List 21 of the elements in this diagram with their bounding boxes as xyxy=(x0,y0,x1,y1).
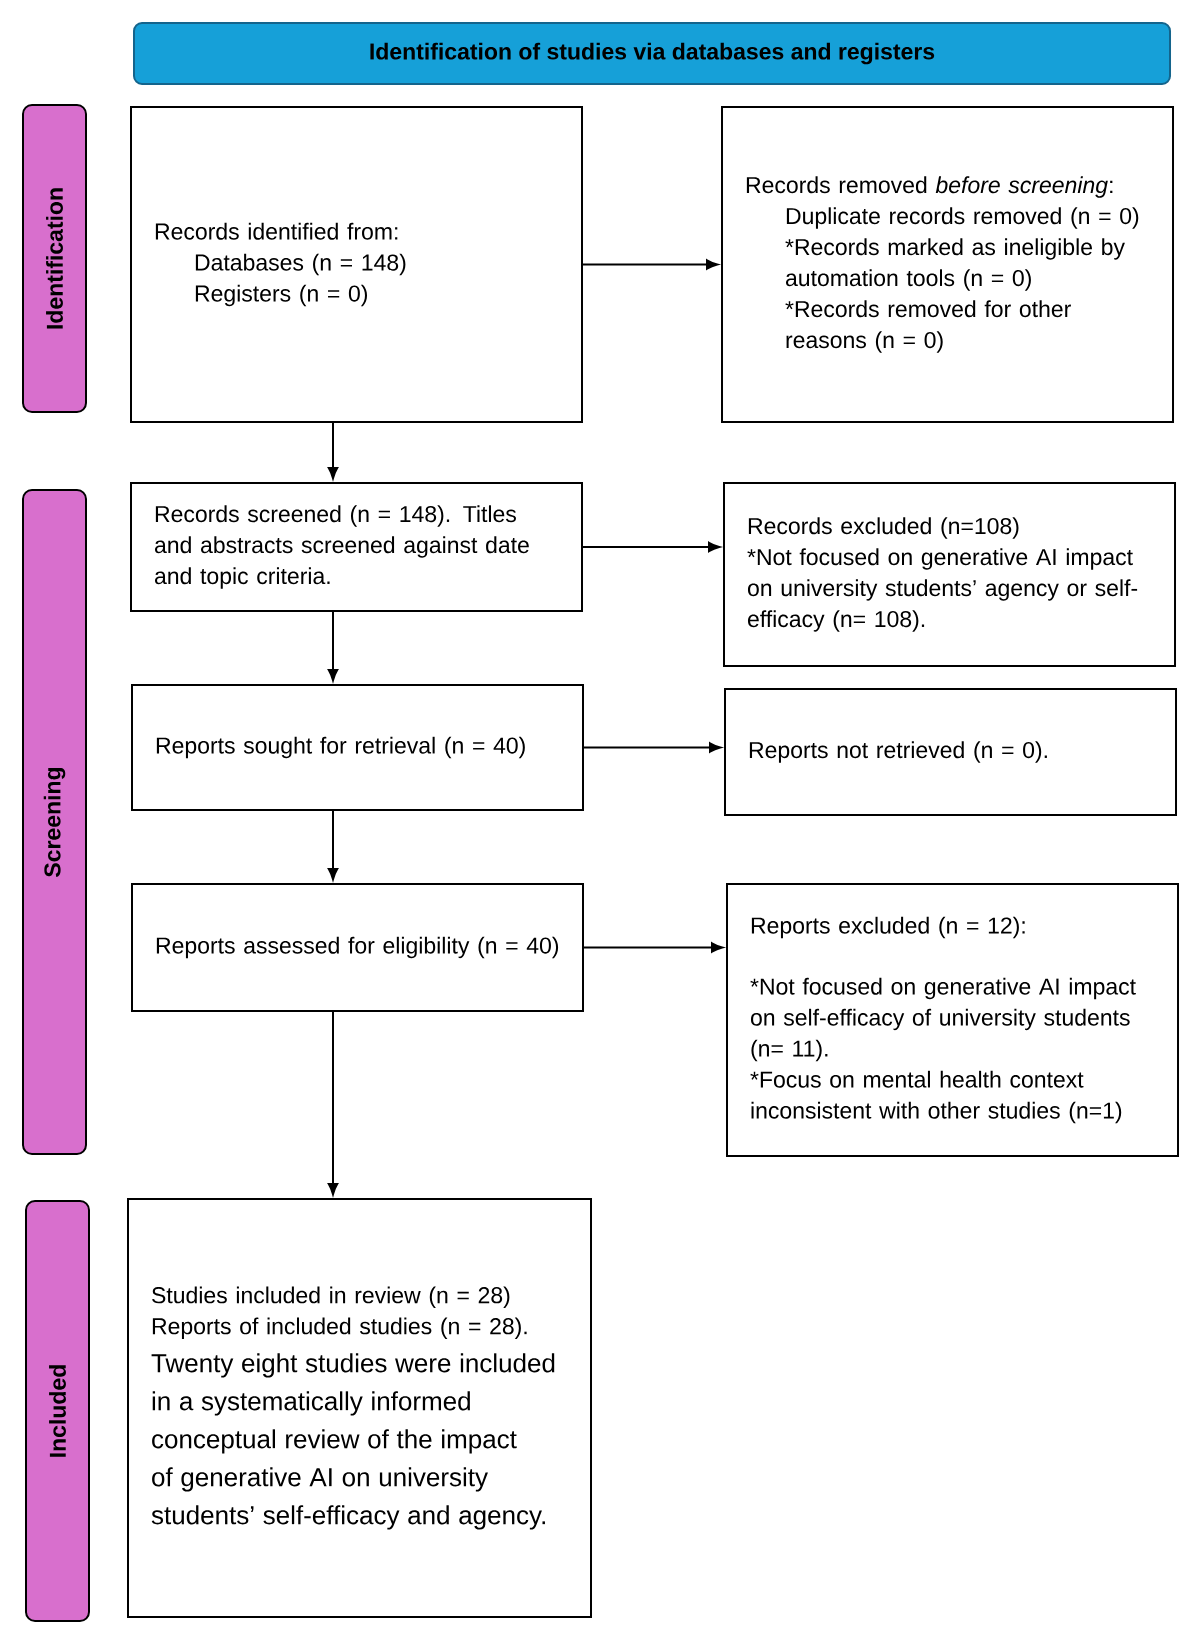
process-box: Records screened (n = 148). Titles and abstracts screened against date and topic criteria. xyxy=(130,482,583,612)
process-box: Reports sought for retrieval (n = 40) xyxy=(131,684,584,811)
process-box: Studies included in review (n = 28) Reports of included studies (n = 28). Twenty eight studies were included in a systematically informed conceptual review of the impact of generative AI on university students’ self-efficacy and agency. xyxy=(127,1198,592,1618)
arrow xyxy=(327,1011,339,1196)
process-box: Reports not retrieved (n = 0). xyxy=(724,688,1177,816)
arrow xyxy=(583,742,722,753)
stage-band: Screening xyxy=(22,489,87,1155)
arrow xyxy=(327,810,339,881)
arrow xyxy=(327,611,339,682)
process-box: Records identified from: Databases (n = 148) Registers (n = 0) xyxy=(130,106,583,423)
arrow xyxy=(327,422,339,480)
stage-band: Included xyxy=(25,1200,90,1622)
process-box: Reports assessed for eligibility (n = 40) xyxy=(131,883,584,1012)
process-box: Records removed before screening: Duplicate records removed (n = 0) *Records marked as ineligible by automation tools (n = 0) *Records removed for other reasons (n = 0) xyxy=(721,106,1174,423)
header-bar: Identification of studies via databases and registers xyxy=(133,22,1171,85)
arrow xyxy=(582,259,719,270)
arrow xyxy=(583,942,724,953)
stage-band: Identification xyxy=(22,104,87,413)
arrow xyxy=(582,541,721,553)
process-box: Records excluded (n=108) *Not focused on generative AI impact on university students’ agency or self-efficacy (n= 108). xyxy=(723,482,1176,667)
process-box: Reports excluded (n = 12): *Not focused on generative AI impact on self-efficacy of university students (n= 11). *Focus on mental health context inconsistent with other studies (n=1) xyxy=(726,883,1179,1157)
